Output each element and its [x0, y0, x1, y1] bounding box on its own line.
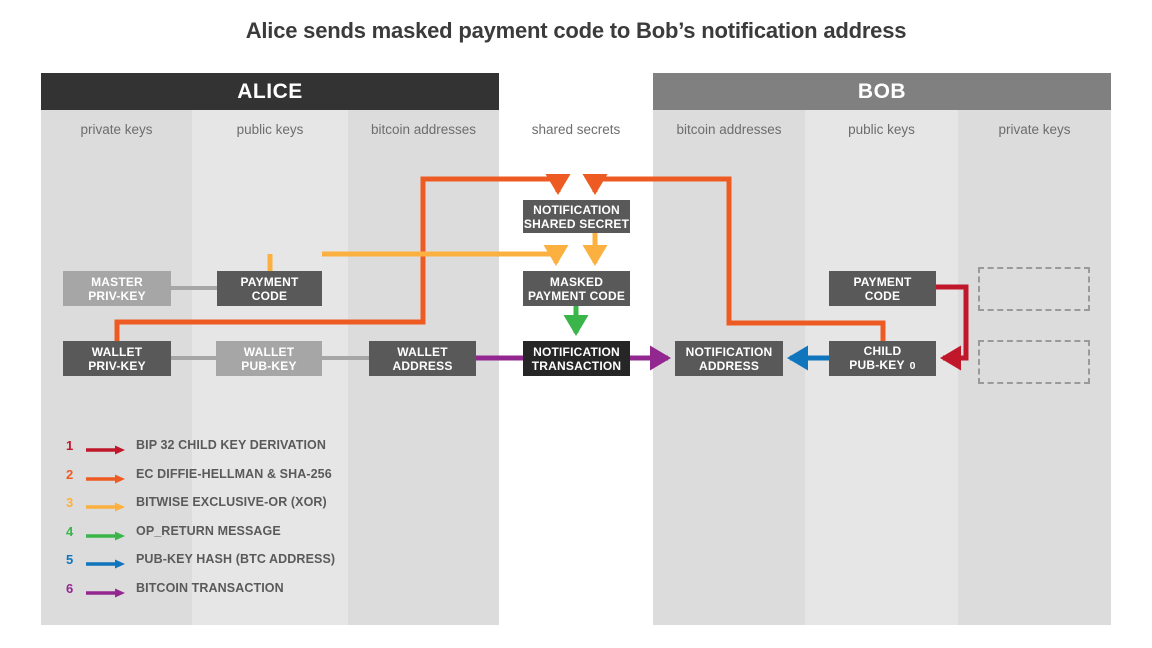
- page-title: Alice sends masked payment code to Bob’s…: [245, 18, 907, 43]
- legend-item-2-label: EC DIFFIE-HELLMAN & SHA-256: [136, 466, 332, 481]
- node-wallet-pub-key-line1: WALLET: [243, 344, 295, 359]
- column-label-bob-public-keys: public keys: [848, 121, 915, 137]
- legend-item-4-arrow-icon: [86, 531, 125, 540]
- legend-item-5-number: 5: [66, 552, 74, 567]
- node-masked-payment-code-line2: PAYMENT CODE: [527, 288, 626, 303]
- node-child-pub-key-0-line1: CHILD: [863, 344, 902, 358]
- legend-item-2-arrow-icon: [86, 474, 125, 483]
- node-wallet-priv-key-line1: WALLET: [91, 344, 143, 359]
- node-payment-code-bob-line1: PAYMENT: [853, 274, 912, 289]
- wire-xor-payment-code-to-masked-payment-code: [322, 245, 569, 267]
- party-header-alice-label: ALICE: [237, 79, 303, 103]
- legend-item-5-label: PUB-KEY HASH (BTC ADDRESS): [136, 552, 336, 566]
- legend-item-6-arrow-icon: [86, 588, 125, 597]
- node-wallet-priv-key[interactable]: WALLET PRIV-KEY: [63, 341, 171, 376]
- legend-item-4-label: OP_RETURN MESSAGE: [136, 523, 281, 538]
- node-payment-code-alice[interactable]: PAYMENT CODE: [217, 271, 322, 306]
- placeholder-bob-private-key-lower: [978, 340, 1090, 384]
- node-payment-code-alice-line2: CODE: [251, 288, 288, 303]
- node-payment-code-alice-line1: PAYMENT: [240, 274, 299, 289]
- node-notification-address[interactable]: NOTIFICATION ADDRESS: [675, 341, 783, 376]
- column-label-bob-private-keys: private keys: [998, 121, 1071, 137]
- column-label-alice-private-keys: private keys: [80, 121, 153, 137]
- node-notification-shared-secret[interactable]: NOTIFICATION SHARED SECRET: [523, 200, 630, 233]
- node-wallet-address[interactable]: WALLET ADDRESS: [369, 341, 476, 376]
- node-master-priv-key-line1: MASTER: [91, 274, 143, 289]
- party-header-bob-label: BOB: [857, 79, 907, 103]
- node-wallet-address-line1: WALLET: [397, 344, 448, 359]
- wire-ecdh-bob-to-shared-secret: [582, 174, 886, 341]
- column-label-alice-public-keys: public keys: [236, 121, 304, 137]
- node-master-priv-key[interactable]: MASTER PRIV-KEY: [63, 271, 171, 306]
- node-wallet-pub-key-line2: PUB-KEY: [241, 358, 297, 373]
- node-notification-shared-secret-line1: NOTIFICATION: [533, 202, 620, 217]
- legend-item-4-number: 4: [66, 523, 74, 539]
- node-masked-payment-code-line1: MASKED: [549, 274, 604, 289]
- node-notification-transaction[interactable]: NOTIFICATION TRANSACTION: [523, 341, 630, 376]
- node-payment-code-bob[interactable]: PAYMENT CODE: [829, 271, 936, 306]
- node-notification-transaction-line1: NOTIFICATION: [533, 344, 620, 359]
- node-masked-payment-code[interactable]: MASKED PAYMENT CODE: [523, 271, 630, 306]
- legend-item-1-number: 1: [66, 438, 74, 453]
- column-label-bob-bitcoin-addresses: bitcoin addresses: [676, 121, 782, 137]
- node-wallet-address-line2: ADDRESS: [392, 358, 453, 373]
- node-notification-address-line1: NOTIFICATION: [685, 344, 773, 359]
- legend-item-6-number: 6: [66, 580, 74, 596]
- node-notification-address-line2: ADDRESS: [698, 358, 760, 373]
- node-child-pub-key-0-index: 0: [909, 360, 916, 372]
- column-label-alice-bitcoin-addresses: bitcoin addresses: [370, 121, 477, 137]
- legend-item-6-label: BITCOIN TRANSACTION: [136, 580, 284, 595]
- wire-ecdh-alice-to-shared-secret: [114, 174, 571, 341]
- party-header-alice: ALICE: [41, 73, 499, 110]
- node-master-priv-key-line2: PRIV-KEY: [88, 288, 146, 303]
- legend-item-3-number: 3: [66, 495, 74, 510]
- wire-bip32-payment-code-to-child-pubkey: [936, 284, 969, 371]
- legend-item-2-number: 2: [66, 466, 74, 482]
- legend-item-1-arrow-icon: [86, 445, 125, 455]
- legend-item-5-arrow-icon: [86, 559, 125, 569]
- legend-item-3-arrow-icon: [86, 502, 125, 512]
- party-header-bob: BOB: [653, 73, 1111, 110]
- node-notification-transaction-line2: TRANSACTION: [531, 358, 622, 373]
- node-payment-code-bob-line2: CODE: [864, 288, 901, 303]
- column-label-shared-secrets: shared secrets: [531, 121, 621, 137]
- placeholder-bob-private-key-upper: [978, 267, 1090, 311]
- node-wallet-priv-key-line2: PRIV-KEY: [88, 358, 146, 373]
- legend-item-1-label: BIP 32 CHILD KEY DERIVATION: [136, 438, 327, 452]
- node-notification-shared-secret-line2: SHARED SECRET: [523, 216, 630, 231]
- node-wallet-pub-key[interactable]: WALLET PUB-KEY: [216, 341, 322, 376]
- band-bob-private-keys: [958, 110, 1111, 625]
- legend-item-3-label: BITWISE EXCLUSIVE-OR (XOR): [136, 495, 327, 509]
